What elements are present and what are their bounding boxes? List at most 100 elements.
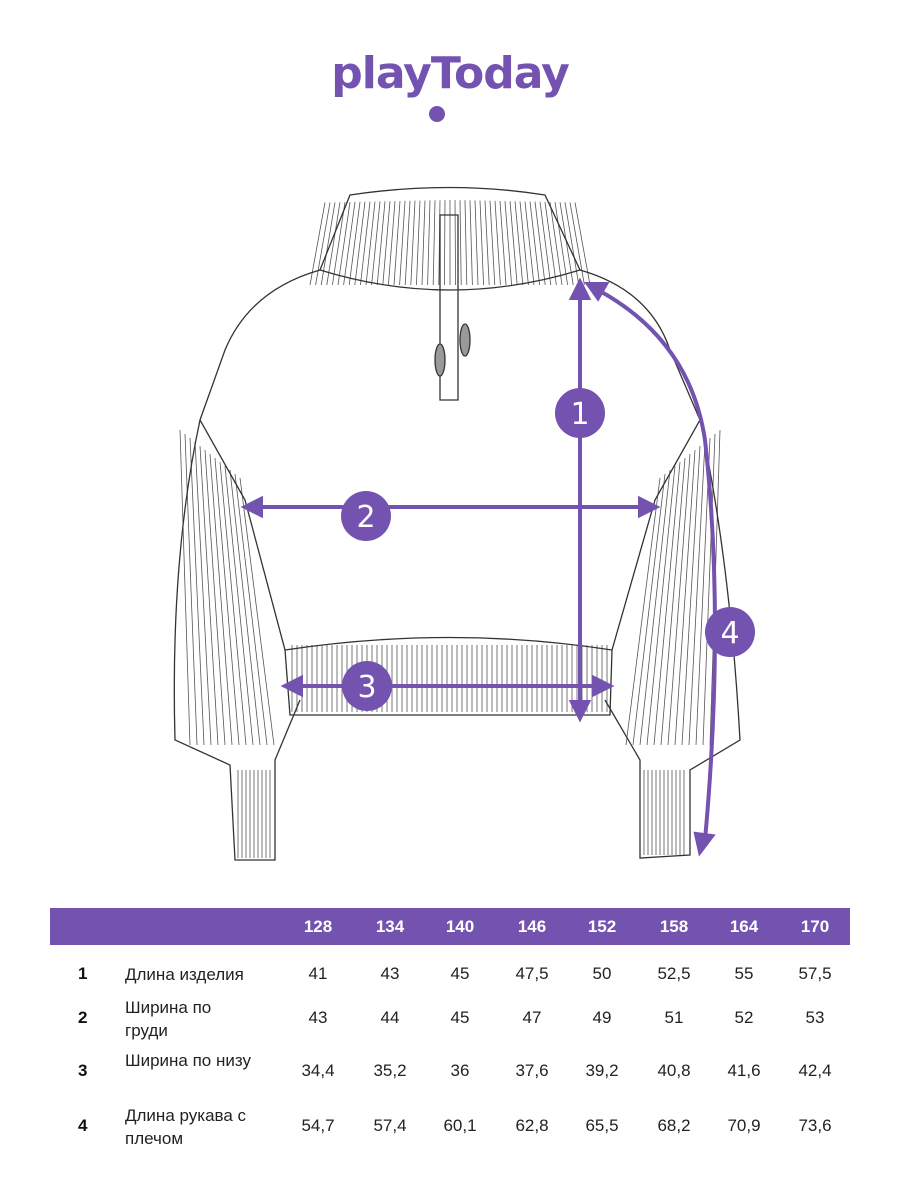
- size-header: 164: [729, 917, 759, 936]
- table-cell: 39,2: [585, 1061, 619, 1080]
- rib-line: [653, 461, 681, 746]
- rib-line: [469, 200, 473, 286]
- marker-4-label: 4: [720, 616, 739, 651]
- rib-line: [360, 201, 371, 286]
- table-cell: 65,5: [585, 1116, 619, 1135]
- rib-line: [427, 200, 431, 286]
- rib-line: [371, 201, 381, 286]
- row-label: Ширина по груди: [125, 998, 212, 1040]
- rib-line: [464, 200, 468, 286]
- rib-line: [421, 200, 426, 286]
- rib-line: [574, 202, 591, 286]
- rib-line: [189, 437, 205, 746]
- table-cell: 57,4: [373, 1116, 407, 1135]
- logo-dot: [429, 106, 445, 122]
- brand-logo: playToday: [0, 48, 900, 122]
- size-header: 152: [587, 917, 617, 936]
- arrowhead: [240, 495, 263, 519]
- rib-line: [454, 200, 456, 286]
- rib-line: [504, 201, 512, 286]
- measurement-arrows: [240, 277, 717, 857]
- rib-line: [399, 200, 406, 286]
- marker-2-label: 2: [356, 500, 375, 535]
- rib-line: [549, 201, 563, 286]
- rib-line: [234, 473, 268, 746]
- table-cell: 44: [380, 1008, 400, 1027]
- arrow-4-sleeve: [597, 288, 717, 841]
- rib-line: [332, 202, 346, 286]
- row-number: 1: [78, 964, 88, 983]
- rib-line: [514, 201, 524, 286]
- rib-line: [519, 201, 529, 286]
- rib-line: [343, 201, 356, 286]
- rib-line: [529, 201, 540, 286]
- table-cell: 62,8: [515, 1116, 549, 1135]
- garment-sketch: 1 2 3 4: [173, 186, 755, 861]
- marker-3: [342, 661, 392, 711]
- rib-line: [632, 473, 666, 746]
- size-header: 146: [517, 917, 547, 936]
- rib-line: [219, 461, 247, 746]
- rib-line: [688, 441, 706, 746]
- table-cell: 41: [308, 964, 328, 983]
- rib-line: [539, 201, 552, 286]
- row-label: Ширина по низу: [125, 1051, 251, 1070]
- marker-2: [341, 491, 391, 541]
- table-cell: 45: [450, 1008, 470, 1027]
- rib-line: [459, 200, 462, 286]
- rib-line: [509, 201, 518, 286]
- table-cell: 55: [734, 964, 754, 983]
- rib-line: [489, 200, 496, 286]
- rib-line: [444, 200, 446, 286]
- table-cell: 43: [380, 964, 400, 983]
- rib-line: [534, 201, 546, 286]
- rib-line: [214, 457, 240, 746]
- rib-line: [484, 200, 490, 286]
- size-header: 170: [800, 917, 830, 936]
- rib-line: [365, 201, 376, 286]
- table-cell: 47: [522, 1008, 542, 1027]
- rib-line: [326, 202, 341, 286]
- rib-line: [479, 200, 484, 286]
- rib-line: [410, 200, 416, 286]
- rib-line: [194, 441, 212, 746]
- rib-line: [554, 202, 568, 286]
- marker-3-label: 3: [357, 670, 376, 705]
- table-cell: 68,2: [657, 1116, 691, 1135]
- rib-line: [660, 457, 686, 746]
- rib-line: [179, 429, 191, 746]
- rib-line: [681, 445, 701, 746]
- table-cell: 43: [308, 1008, 328, 1027]
- marker-1-label: 1: [570, 397, 589, 432]
- rib-line: [204, 449, 226, 746]
- arrowhead: [592, 674, 615, 698]
- table-cell: 52,5: [657, 964, 691, 983]
- row-number: 3: [78, 1061, 88, 1080]
- rib-line: [404, 200, 411, 286]
- rib-line: [432, 200, 436, 286]
- rib-line: [544, 201, 557, 286]
- rib-lines: [179, 200, 721, 858]
- rib-line: [494, 200, 501, 286]
- table-cell: 73,6: [798, 1116, 832, 1135]
- rib-line: [184, 433, 198, 746]
- table-cell: 51: [664, 1008, 684, 1027]
- table-cell: 52: [734, 1008, 754, 1027]
- rib-line: [348, 201, 361, 286]
- rib-line: [376, 201, 386, 286]
- rib-line: [646, 465, 676, 746]
- table-cell: 40,8: [657, 1061, 691, 1080]
- marker-1: [555, 388, 605, 438]
- rib-line: [209, 453, 233, 746]
- arrowhead: [568, 700, 592, 723]
- table-cell: 57,5: [798, 964, 832, 983]
- rib-line: [229, 469, 261, 746]
- arrowhead: [280, 674, 303, 698]
- arrowhead: [568, 277, 592, 300]
- rib-line: [382, 201, 391, 286]
- size-header: 128: [303, 917, 333, 936]
- arrowhead: [638, 495, 661, 519]
- table-cell: 53: [805, 1008, 825, 1027]
